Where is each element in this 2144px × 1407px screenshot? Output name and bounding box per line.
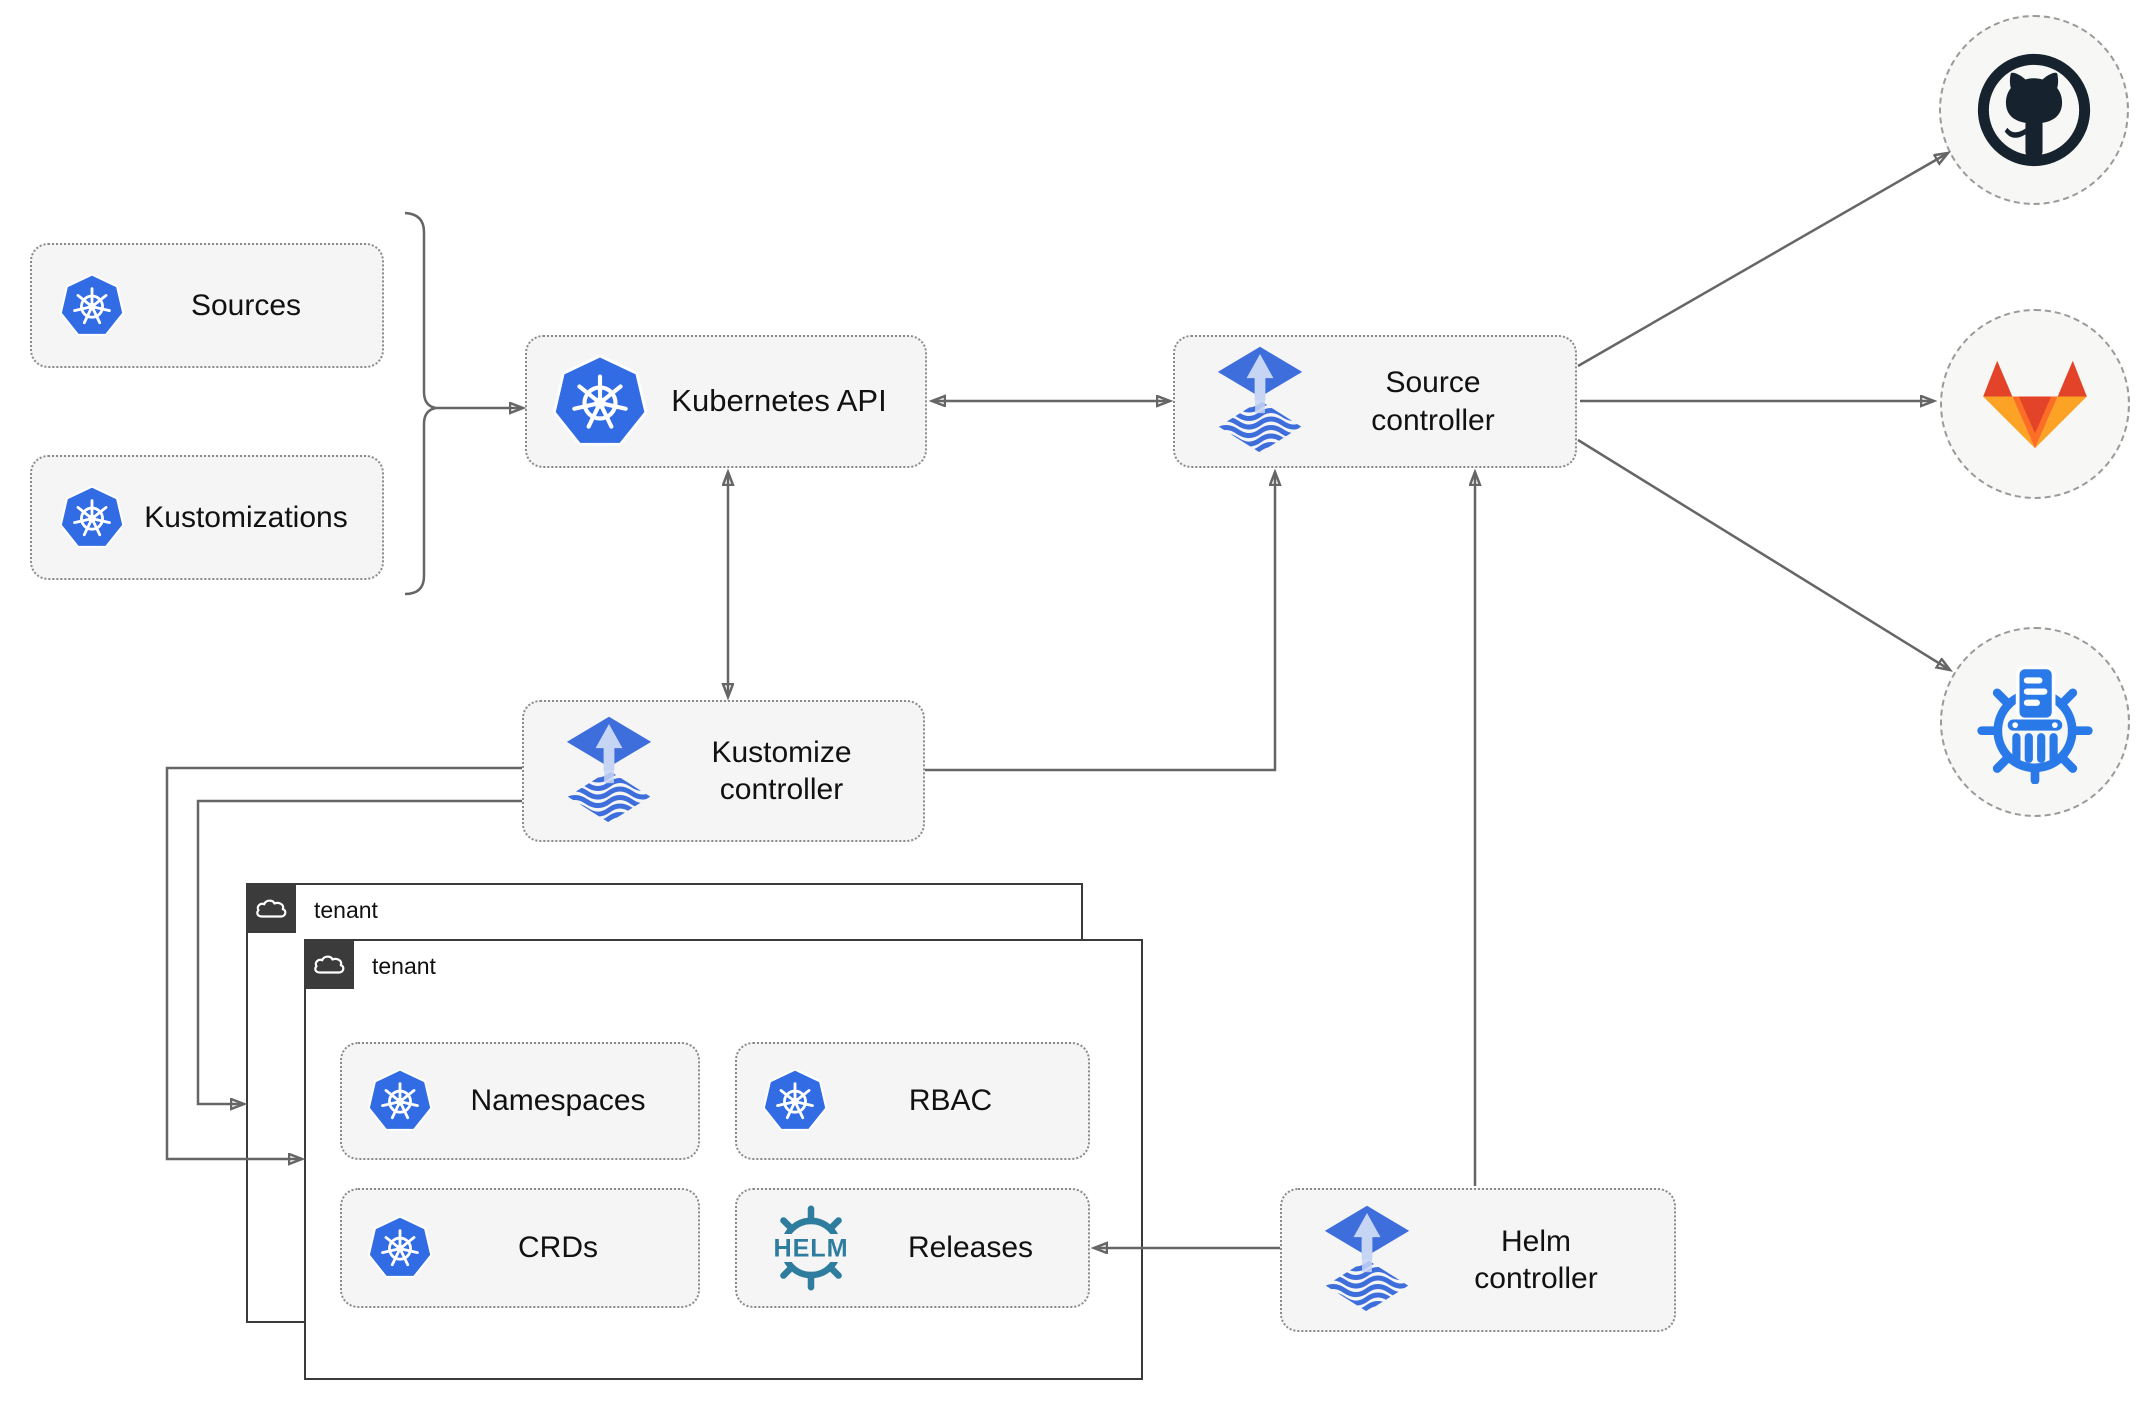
kustomize-controller-node: Kustomize controller xyxy=(522,700,925,842)
releases-label: Releases xyxy=(907,1231,1034,1265)
helm-controller-node: Helm controller xyxy=(1280,1188,1676,1332)
kubernetes-icon xyxy=(368,1216,432,1280)
kubernetes-icon xyxy=(763,1069,827,1133)
tenant-inner-label: tenant xyxy=(372,953,436,979)
arrow-source-controller-to-github xyxy=(1577,153,1948,368)
namespaces-label: Namespaces xyxy=(470,1084,646,1118)
kustomizations-label: Kustomizations xyxy=(144,500,348,534)
kubernetes-icon xyxy=(60,274,124,338)
group-brace xyxy=(404,211,437,596)
kubernetes-api-label: Kubernetes API xyxy=(671,383,887,419)
kubernetes-icon xyxy=(368,1069,432,1133)
helm-wordmark: HELM xyxy=(773,1234,848,1262)
tenant-inner-tab xyxy=(303,938,354,989)
harbor-icon xyxy=(1973,660,2097,784)
crds-node: CRDs xyxy=(340,1188,700,1308)
kubernetes-api-node: Kubernetes API xyxy=(525,335,927,468)
helm-controller-label: Helm controller xyxy=(1474,1224,1598,1296)
kubernetes-icon xyxy=(553,355,647,449)
cloud-icon xyxy=(311,952,347,976)
harbor-circle xyxy=(1940,627,2130,817)
tenant-outer-tab xyxy=(245,882,296,933)
crds-label: CRDs xyxy=(518,1231,598,1265)
arrow-kustomize-controller-to-source-controller xyxy=(925,472,1275,772)
namespaces-node: Namespaces xyxy=(340,1042,700,1160)
rbac-node: RBAC xyxy=(735,1042,1090,1160)
flux-icon xyxy=(1215,345,1305,458)
github-circle xyxy=(1939,15,2129,205)
sources-node: Sources xyxy=(30,243,384,368)
sources-label: Sources xyxy=(190,288,302,322)
cloud-icon xyxy=(253,896,289,920)
arrow-source-controller-to-harbor xyxy=(1577,438,1950,670)
kustomizations-node: Kustomizations xyxy=(30,455,384,580)
source-controller-node: Source controller xyxy=(1173,335,1577,468)
helm-icon: HELM xyxy=(755,1201,867,1295)
kustomize-controller-label: Kustomize controller xyxy=(711,735,852,807)
github-icon xyxy=(1973,49,2095,171)
tenant-outer-label: tenant xyxy=(314,897,378,923)
flux-icon xyxy=(564,715,654,828)
gitlab-icon xyxy=(1981,354,2089,454)
rbac-label: RBAC xyxy=(908,1084,993,1118)
releases-node: HELM Releases xyxy=(735,1188,1090,1308)
source-controller-label: Source controller xyxy=(1371,366,1495,437)
flux-icon xyxy=(1322,1204,1412,1317)
gitlab-circle xyxy=(1940,309,2130,499)
kubernetes-icon xyxy=(60,486,124,550)
